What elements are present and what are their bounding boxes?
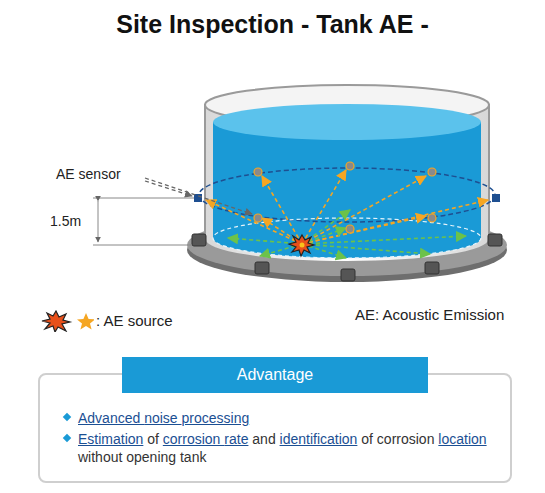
bullet-marker	[63, 434, 71, 442]
dimension-label: 1.5m	[50, 213, 81, 229]
legend-sample	[38, 310, 94, 332]
sensor-label: AE sensor	[56, 166, 121, 182]
legend-text: : AE source	[96, 312, 173, 329]
bullet-item: Estimation of corrosion rate and identif…	[62, 430, 498, 466]
bullet-item: Advanced noise processing	[62, 409, 498, 427]
abbreviation-note: AE: Acoustic Emission	[355, 306, 504, 323]
page-title: Site Inspection - Tank AE -	[0, 10, 545, 39]
advantage-panel: Advanced noise processingEstimation of c…	[38, 373, 512, 483]
advantage-header: Advantage	[122, 357, 428, 393]
advantage-text: Advanced noise processing	[78, 410, 249, 426]
header-text: Advantage	[237, 366, 314, 384]
bullet-marker	[63, 413, 71, 421]
advantage-text: Estimation of corrosion rate and identif…	[78, 431, 487, 465]
